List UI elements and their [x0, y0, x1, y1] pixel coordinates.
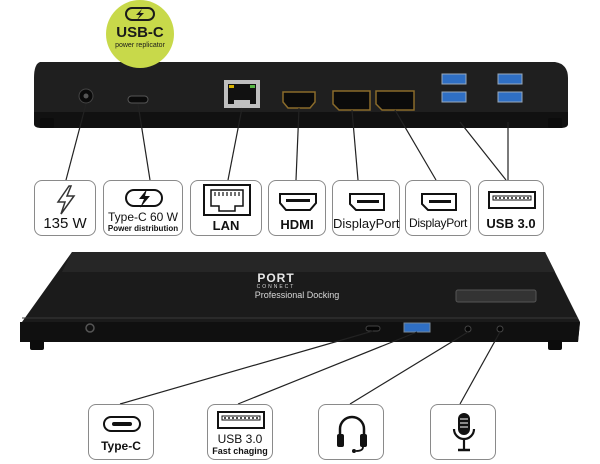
front-power-button — [85, 323, 95, 333]
usb-port-icon — [217, 411, 265, 429]
lightning-icon — [56, 185, 76, 215]
device-logo-sub: CONNECT — [256, 284, 296, 290]
rear-hdmi-label: HDMI — [280, 217, 314, 232]
usb-port-icon — [488, 191, 536, 209]
hdmi-port-icon — [279, 193, 317, 211]
rear-typec-label: Type-C 60 W — [107, 210, 179, 224]
rear-usb-ports — [441, 73, 523, 103]
rear-typec-sublabel: Power distribution — [107, 224, 179, 233]
rear-card-typec60: Type-C 60 W Power distribution — [103, 180, 183, 236]
displayport-icon — [349, 193, 385, 211]
rear-usb3-label: USB 3.0 — [486, 216, 536, 231]
front-card-microphone — [430, 404, 496, 460]
rear-hdmi-port — [282, 91, 316, 109]
rear-card-lan: LAN — [190, 180, 262, 236]
ethernet-port-icon — [203, 184, 251, 216]
displayport-icon — [421, 193, 457, 211]
rear-card-power: 135 W — [34, 180, 96, 236]
device-model-name: Professional Docking — [254, 290, 340, 300]
front-card-usb-fast: USB 3.0 Fast chaging — [207, 404, 273, 460]
front-mic-jack — [496, 325, 504, 333]
rear-usb-c-port — [127, 95, 149, 104]
front-usb-sublabel: Fast chaging — [212, 446, 268, 456]
usb-c-charging-icon — [125, 189, 163, 208]
rear-connector-lines — [65, 103, 509, 181]
rear-card-displayport-2: DisplayPort — [405, 180, 471, 236]
rear-power-label: 135 W — [43, 215, 87, 232]
usb-c-badge: USB-C power replicator — [106, 0, 174, 68]
front-headphone-jack — [464, 325, 472, 333]
rear-lan-label: LAN — [212, 218, 240, 233]
front-typec-label: Type-C — [101, 439, 141, 453]
rear-lan-port — [224, 80, 260, 108]
rear-card-usb3: USB 3.0 — [478, 180, 544, 236]
badge-title: USB-C — [116, 24, 164, 41]
front-usb-label: USB 3.0 — [217, 432, 263, 446]
rear-displayport-1 — [332, 90, 371, 111]
rear-displayport-2 — [375, 90, 415, 111]
front-connector-lines — [119, 330, 501, 405]
usb-c-port-icon — [103, 416, 141, 432]
front-usb-port — [403, 322, 431, 333]
usb-c-charging-icon — [125, 7, 155, 21]
rear-card-hdmi: HDMI — [268, 180, 326, 236]
rear-dp2-label: DisplayPort — [408, 216, 468, 230]
front-card-typec: Type-C — [88, 404, 154, 460]
dock-front-view — [20, 252, 580, 350]
rear-card-displayport-1: DisplayPort — [332, 180, 400, 236]
headphones-icon — [337, 415, 367, 453]
front-usb-c-port — [365, 325, 381, 332]
microphone-icon — [452, 413, 476, 452]
dock-rear-view — [34, 62, 568, 128]
rear-dp1-label: DisplayPort — [333, 216, 400, 231]
front-card-headphones — [318, 404, 384, 460]
device-logo: PORT — [257, 271, 295, 285]
badge-subtitle: power replicator — [115, 42, 165, 49]
